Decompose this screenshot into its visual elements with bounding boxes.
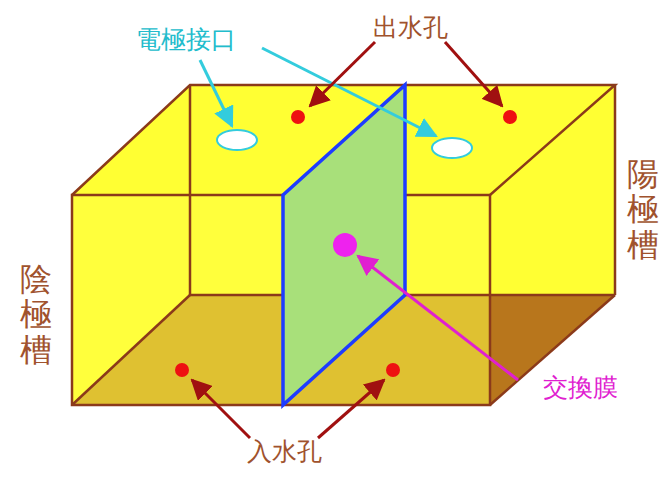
cathode-tank-label: 陰極槽 [20, 262, 52, 368]
inlet-label: 入水孔 [247, 437, 322, 467]
anode-tank-label: 陽極槽 [627, 157, 659, 263]
port-label: 電極接口 [136, 25, 236, 55]
membrane-label: 交換膜 [543, 373, 618, 403]
outlet-label: 出水孔 [373, 13, 448, 43]
